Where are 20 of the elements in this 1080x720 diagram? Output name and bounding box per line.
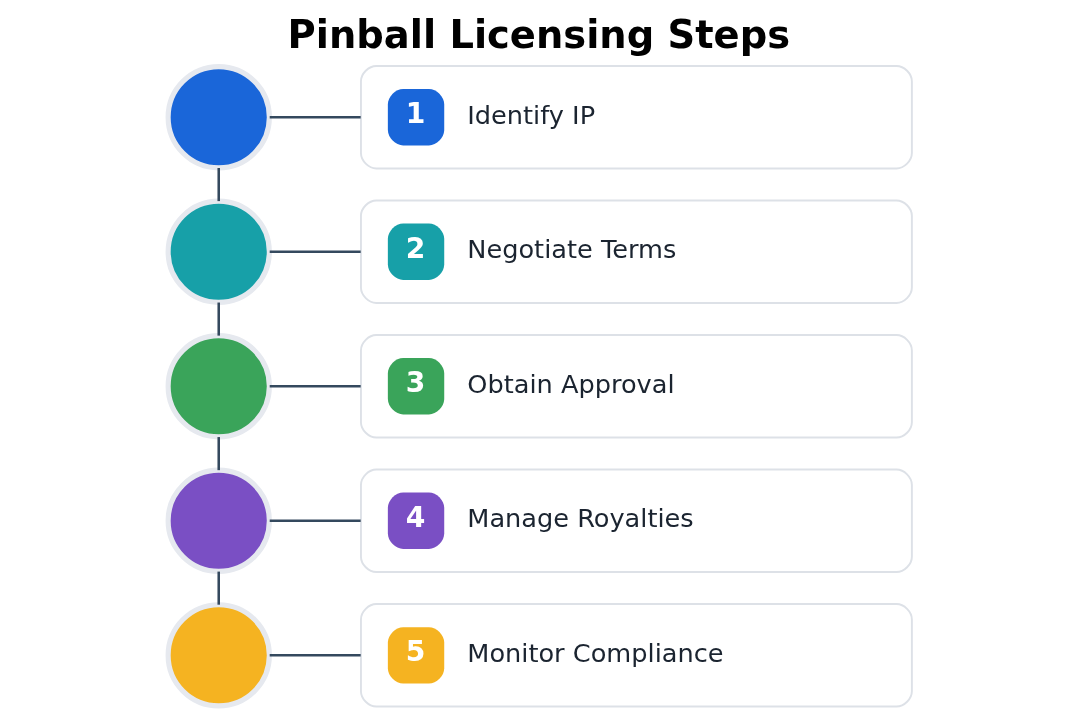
connector bbox=[269, 115, 361, 119]
connector bbox=[217, 571, 220, 605]
connector bbox=[217, 168, 220, 202]
node-circle bbox=[165, 198, 272, 305]
connector bbox=[269, 519, 361, 523]
connector bbox=[217, 302, 220, 336]
connector bbox=[269, 654, 361, 657]
connector bbox=[269, 385, 361, 388]
node-box: 4 Manage Royalties bbox=[360, 468, 913, 573]
node-circle bbox=[165, 64, 272, 171]
diagram-title: Pinball Licensing Steps bbox=[287, 12, 791, 58]
connector bbox=[217, 437, 220, 471]
node-box: 1 Identify IP bbox=[360, 65, 913, 170]
node-circle bbox=[165, 333, 272, 440]
node-circle bbox=[165, 467, 272, 574]
node-box: 5 Monitor Compliance bbox=[360, 603, 913, 708]
node-box: 2 Negotiate Terms bbox=[360, 199, 913, 304]
connector bbox=[269, 250, 361, 253]
node-box: 3 Obtain Approval bbox=[360, 334, 913, 439]
node-circle bbox=[165, 602, 272, 709]
